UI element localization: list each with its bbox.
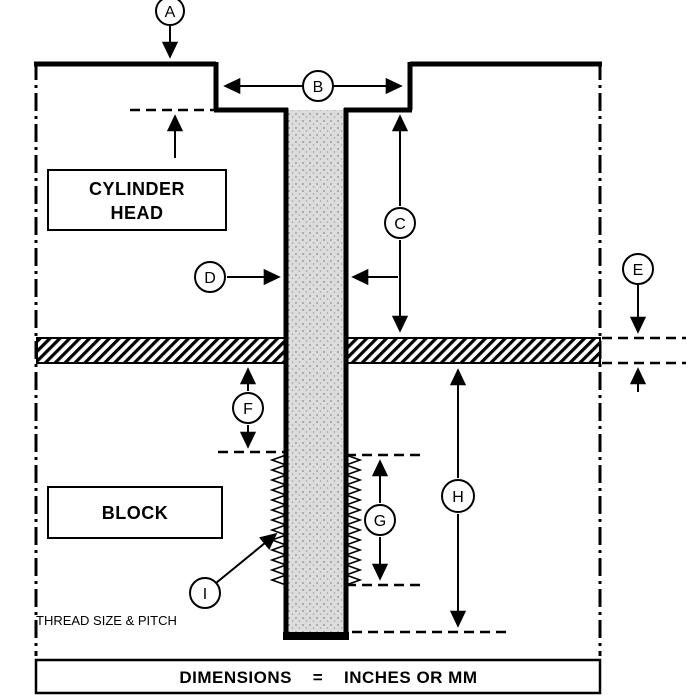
footer-box: DIMENSIONS = INCHES OR MM <box>34 658 602 695</box>
callout-g-circle <box>364 504 396 536</box>
callout-g-text: G <box>374 513 386 530</box>
thread-zigzag-right <box>343 454 363 586</box>
gasket-left <box>36 337 287 364</box>
block-label-box: BLOCK <box>47 486 223 539</box>
threads <box>269 454 363 586</box>
callout-d-circle <box>194 261 226 293</box>
dimension-h: H <box>441 368 475 628</box>
dimension-a: A <box>155 0 185 158</box>
callout-i-circle <box>189 577 221 609</box>
callout-h-circle <box>441 479 475 513</box>
thread-zigzag-left <box>269 454 289 586</box>
callout-a-circle <box>155 0 185 26</box>
callout-i-text: I <box>203 586 207 603</box>
callout-f-text: F <box>243 401 253 418</box>
dimension-d: D <box>194 261 398 293</box>
footer-equals: = <box>313 668 323 687</box>
callout-f-circle <box>232 392 264 424</box>
callout-b-circle <box>302 70 334 102</box>
dimension-i: I <box>189 532 278 609</box>
footer-text-right: INCHES OR MM <box>344 668 478 687</box>
cylinder-head-label-line2: HEAD <box>110 203 163 223</box>
callout-a-text: A <box>165 4 176 21</box>
callout-h-text: H <box>452 489 464 506</box>
callout-e-circle <box>622 253 654 285</box>
dimension-e: E <box>622 253 654 392</box>
gasket-right <box>345 337 601 364</box>
footer-text-left: DIMENSIONS <box>179 668 292 687</box>
cylinder-head-surfaces <box>34 61 602 113</box>
dim-i-leader <box>215 532 278 584</box>
block-box <box>47 486 223 539</box>
dimension-c: C <box>384 114 416 333</box>
dashed-reference-lines <box>130 108 686 634</box>
cylinder-head-label-line1: CYLINDER <box>89 179 185 199</box>
cylinder-head-box <box>47 169 227 231</box>
callout-b-text: B <box>313 79 324 96</box>
cylinder-head-label-box: CYLINDER HEAD <box>47 169 227 231</box>
callout-d-text: D <box>204 270 216 287</box>
dimension-g: G <box>364 459 396 581</box>
dimension-b: B <box>223 70 403 102</box>
block-label: BLOCK <box>102 503 169 523</box>
callout-e-text: E <box>633 262 644 279</box>
dimension-f: F <box>232 367 264 449</box>
callout-c-circle <box>384 207 416 239</box>
bolt-hole <box>283 108 349 640</box>
thread-size-note: THREAD SIZE & PITCH <box>36 613 177 628</box>
head-gasket <box>36 337 601 364</box>
bolt-body <box>286 110 346 636</box>
callout-c-text: C <box>394 216 406 233</box>
footer-rect <box>34 658 602 695</box>
